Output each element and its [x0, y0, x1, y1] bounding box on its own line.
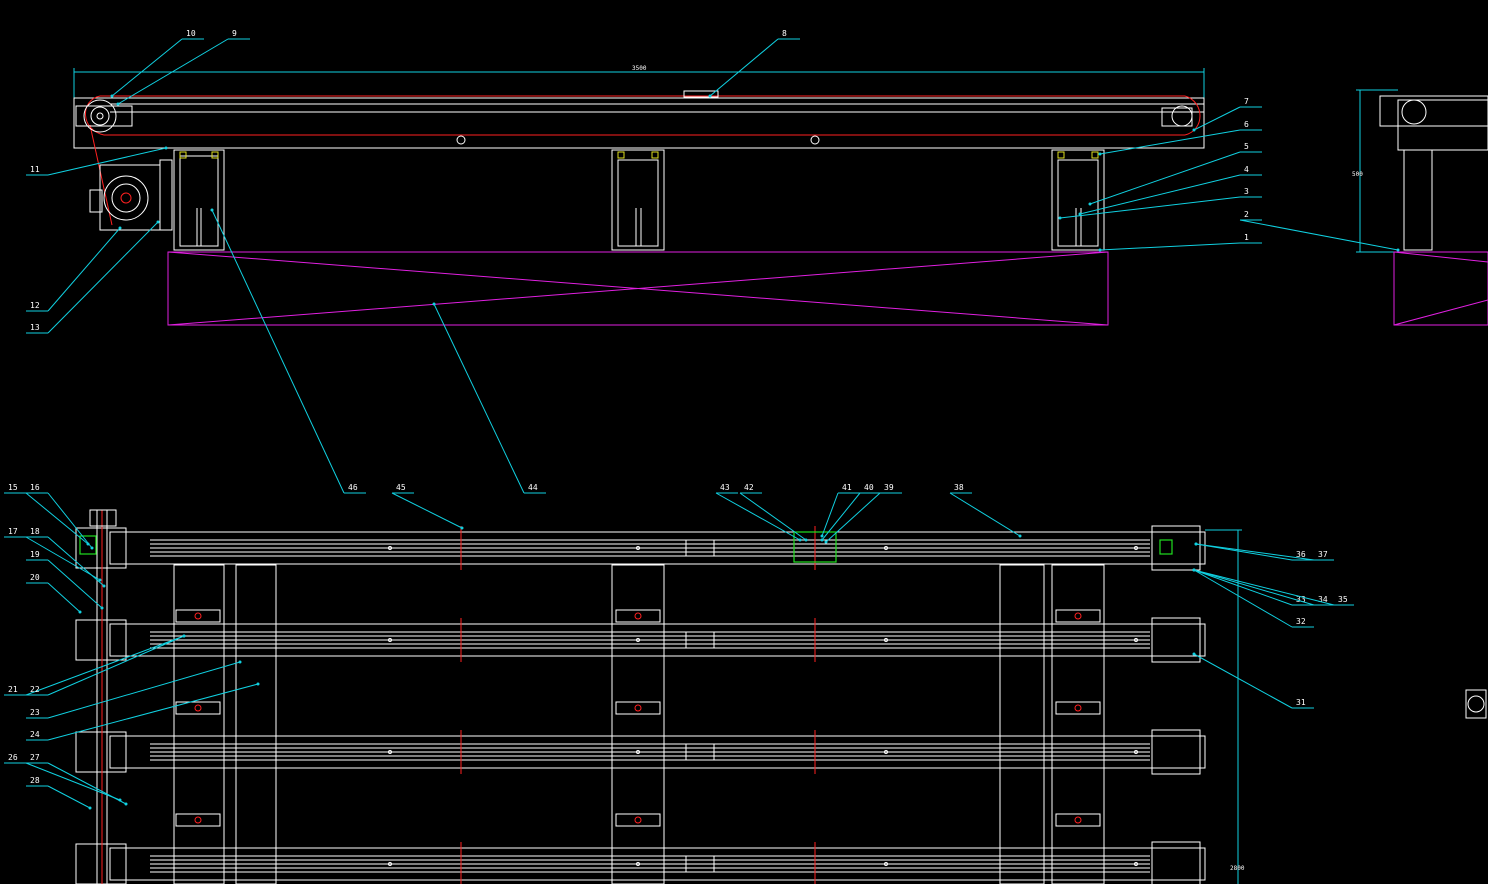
part-number-label: 26 — [8, 753, 18, 762]
part-number-label: 44 — [528, 483, 538, 492]
part-number-label: 10 — [186, 29, 196, 38]
part-number-label: 1 — [1244, 233, 1249, 242]
part-number-label: 43 — [720, 483, 730, 492]
part-number-label: 17 — [8, 527, 18, 536]
part-number-label: 11 — [30, 165, 40, 174]
part-number-label: 32 — [1296, 617, 1306, 626]
part-number-label: 36 — [1296, 550, 1306, 559]
part-number-label: 8 — [782, 29, 787, 38]
part-number-label: 22 — [30, 685, 40, 694]
part-number-label: 45 — [396, 483, 406, 492]
part-number-label: 41 — [842, 483, 852, 492]
overall-length-dimension: 3500 — [632, 65, 647, 72]
part-number-label: 3 — [1244, 187, 1249, 196]
part-number-label: 12 — [30, 301, 40, 310]
part-number-label: 35 — [1338, 595, 1348, 604]
width-dimension: 2800 — [1230, 865, 1245, 872]
part-number-label: 6 — [1244, 120, 1249, 129]
part-number-label: 20 — [30, 573, 40, 582]
part-number-label: 13 — [30, 323, 40, 332]
part-number-label: 39 — [884, 483, 894, 492]
part-number-label: 9 — [232, 29, 237, 38]
part-number-label: 21 — [8, 685, 18, 694]
part-number-label: 33 — [1296, 595, 1306, 604]
part-number-label: 19 — [30, 550, 40, 559]
part-number-label: 24 — [30, 730, 40, 739]
part-number-label: 27 — [30, 753, 40, 762]
part-number-label: 37 — [1318, 550, 1328, 559]
part-number-label: 15 — [8, 483, 18, 492]
part-number-label: 40 — [864, 483, 874, 492]
part-number-label: 42 — [744, 483, 754, 492]
height-dimension: 500 — [1352, 171, 1363, 178]
part-number-label: 38 — [954, 483, 964, 492]
part-number-label: 28 — [30, 776, 40, 785]
part-number-label: 7 — [1244, 97, 1249, 106]
conveyor-rail — [75, 525, 1206, 623]
part-number-label: 4 — [1244, 165, 1249, 174]
part-number-label: 2 — [1244, 210, 1249, 219]
part-number-label: 46 — [348, 483, 358, 492]
part-number-label: 5 — [1244, 142, 1249, 151]
elevation-view: 3 500 — [73, 65, 1488, 326]
part-number-label: 16 — [30, 483, 40, 492]
conveyor-rail — [75, 841, 1206, 884]
part-number-label: 18 — [30, 527, 40, 536]
part-number-label: 31 — [1296, 698, 1306, 707]
part-number-label: 23 — [30, 708, 40, 717]
conveyor-rail — [75, 617, 1206, 715]
conveyor-rail — [75, 729, 1206, 827]
part-number-label: 34 — [1318, 595, 1328, 604]
plan-view: 2800 — [75, 509, 1487, 884]
